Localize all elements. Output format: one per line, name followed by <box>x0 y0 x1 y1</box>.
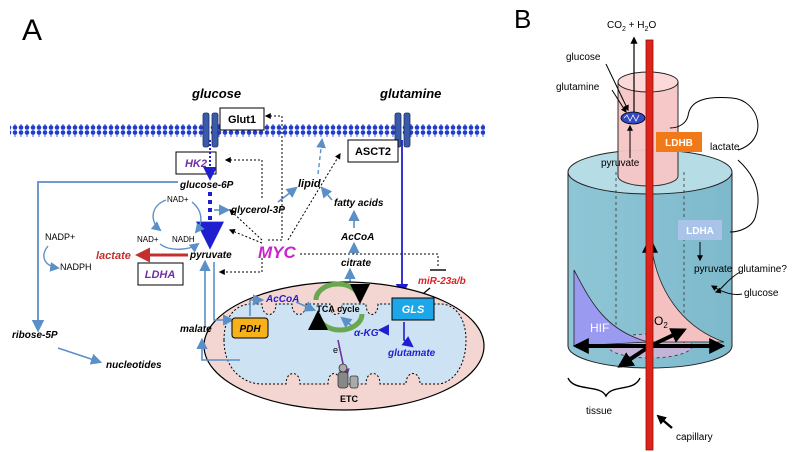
glut1-box <box>219 107 265 131</box>
ldha-label-b: LDHA <box>686 226 714 237</box>
glucose-label: glucose <box>191 86 241 101</box>
ldha-label: LDHA <box>145 269 176 281</box>
acoa-to-tca-arrow <box>295 301 317 312</box>
myc-label: MYC <box>258 243 297 262</box>
tissue-label: tissue <box>586 406 613 417</box>
hif-label: HIF <box>590 321 609 335</box>
capillary-label: capillary <box>676 432 713 443</box>
mir-23ab-label: miR-23a/b <box>418 276 466 287</box>
lactate-shuttle-curve <box>669 97 759 151</box>
ribose-to-nucleotides-arrow <box>57 347 103 365</box>
panel-b: B HIF O2 <box>514 4 787 451</box>
co2-h2o-label: CO2 + H2O <box>607 20 656 33</box>
panel-a: A glucose glutamine Glut1 ASCT2 HK2 gluc… <box>10 14 485 411</box>
mitochondrion <box>203 281 485 411</box>
glut1-label: Glut1 <box>228 114 256 126</box>
panel-a-letter: A <box>22 14 42 47</box>
ldhb-box <box>656 132 702 152</box>
mitochondrion-icon <box>620 111 646 125</box>
ldhb-label: LDHB <box>665 138 693 149</box>
nucleotides-label: nucleotides <box>106 360 162 371</box>
glutamine-input-label: glutamine <box>556 82 600 93</box>
cytosolic-acoa-label: AcCoA <box>340 232 374 243</box>
tca-cycle <box>308 281 370 333</box>
glutamate-label: glutamate <box>387 348 436 359</box>
nadh-loop-arrow <box>191 201 205 234</box>
etc-label: ETC <box>340 394 359 404</box>
glucose-input-arrow <box>605 63 629 112</box>
asct2-box <box>347 139 399 163</box>
glycerol-to-lipid-arrow <box>277 186 298 203</box>
glucose-label-b: glucose <box>744 288 779 299</box>
nadp-reduction-arrow <box>43 245 60 272</box>
panel-b-letter: B <box>514 4 531 34</box>
lactate-label: lactate <box>96 250 131 262</box>
fatty-acids-to-lipid-arrow <box>320 186 333 201</box>
glutamine-q-arrow <box>714 271 741 294</box>
pdh-to-acoa-arrow <box>249 294 265 316</box>
ribose-5p-label: ribose-5P <box>12 330 58 341</box>
gls-box <box>391 297 435 321</box>
lactate-export-curve <box>729 159 759 233</box>
pdh-box <box>231 317 269 339</box>
lactate-label-b: lactate <box>710 142 740 153</box>
mito-acoa-label: AcCoA <box>265 294 299 305</box>
nad-loop-arrow-1 <box>150 199 167 232</box>
tca-cycle-label: TCA cycle <box>316 304 359 314</box>
capillary-pointer-arrow <box>656 414 673 429</box>
pyruvate-import-arrow <box>213 262 235 326</box>
akg-to-tca-arrow <box>340 316 353 328</box>
asct2-label: ASCT2 <box>355 146 391 158</box>
tissue-brace <box>567 377 641 398</box>
gls-to-glutamate-arrow <box>401 322 414 348</box>
malate-label: malate <box>180 324 212 335</box>
lipid-to-membrane-arrow <box>316 138 326 175</box>
cristae-icon <box>623 114 640 122</box>
nadp-plus-label: NADP+ <box>45 232 75 242</box>
alpha-kg-label: α-KG <box>354 328 379 339</box>
pdh-label: PDH <box>239 324 261 335</box>
nad-plus-label-1: NAD+ <box>167 195 189 204</box>
nad-loop-arrow-2 <box>159 242 200 253</box>
pyruvate-mid-label: pyruvate <box>694 264 733 275</box>
nadph-label: NADPH <box>60 262 92 272</box>
citrate-label: citrate <box>341 258 371 269</box>
glutamine-input-arrow <box>611 89 627 114</box>
nadh-label: NADH <box>172 235 195 244</box>
hif-gradient <box>573 269 649 347</box>
mito-malate-export-arrow <box>196 337 240 361</box>
etc-complex-icon <box>337 363 359 389</box>
hk2-label: HK2 <box>185 158 207 170</box>
myc-regulation-arrows <box>218 113 439 275</box>
lipid-label: lipid <box>298 178 321 190</box>
o2-label: O2 <box>654 314 668 330</box>
pentose-phosphate-arrow <box>31 181 178 333</box>
glutamine-question-label: glutamine? <box>738 264 787 275</box>
glucose-b-arrow <box>710 285 743 295</box>
nad-plus-label-2: NAD+ <box>137 235 159 244</box>
capillary <box>645 39 654 451</box>
pyruvate-label: pyruvate <box>189 250 232 261</box>
gls-label: GLS <box>402 304 425 316</box>
pyruvate-top-label: pyruvate <box>601 158 640 169</box>
ldha-box-b <box>678 220 722 240</box>
glycerol-3p-label: glycerol-3P <box>230 205 285 216</box>
glutamine-transporter <box>394 112 411 148</box>
glucose-transporter <box>202 112 219 148</box>
ldha-box <box>137 262 184 286</box>
glutamine-label: glutamine <box>379 86 441 101</box>
glucose-6p-label: glucose-6P <box>179 180 234 191</box>
fatty-acids-label: fatty acids <box>334 198 384 209</box>
glucose-input-label: glucose <box>566 52 601 63</box>
